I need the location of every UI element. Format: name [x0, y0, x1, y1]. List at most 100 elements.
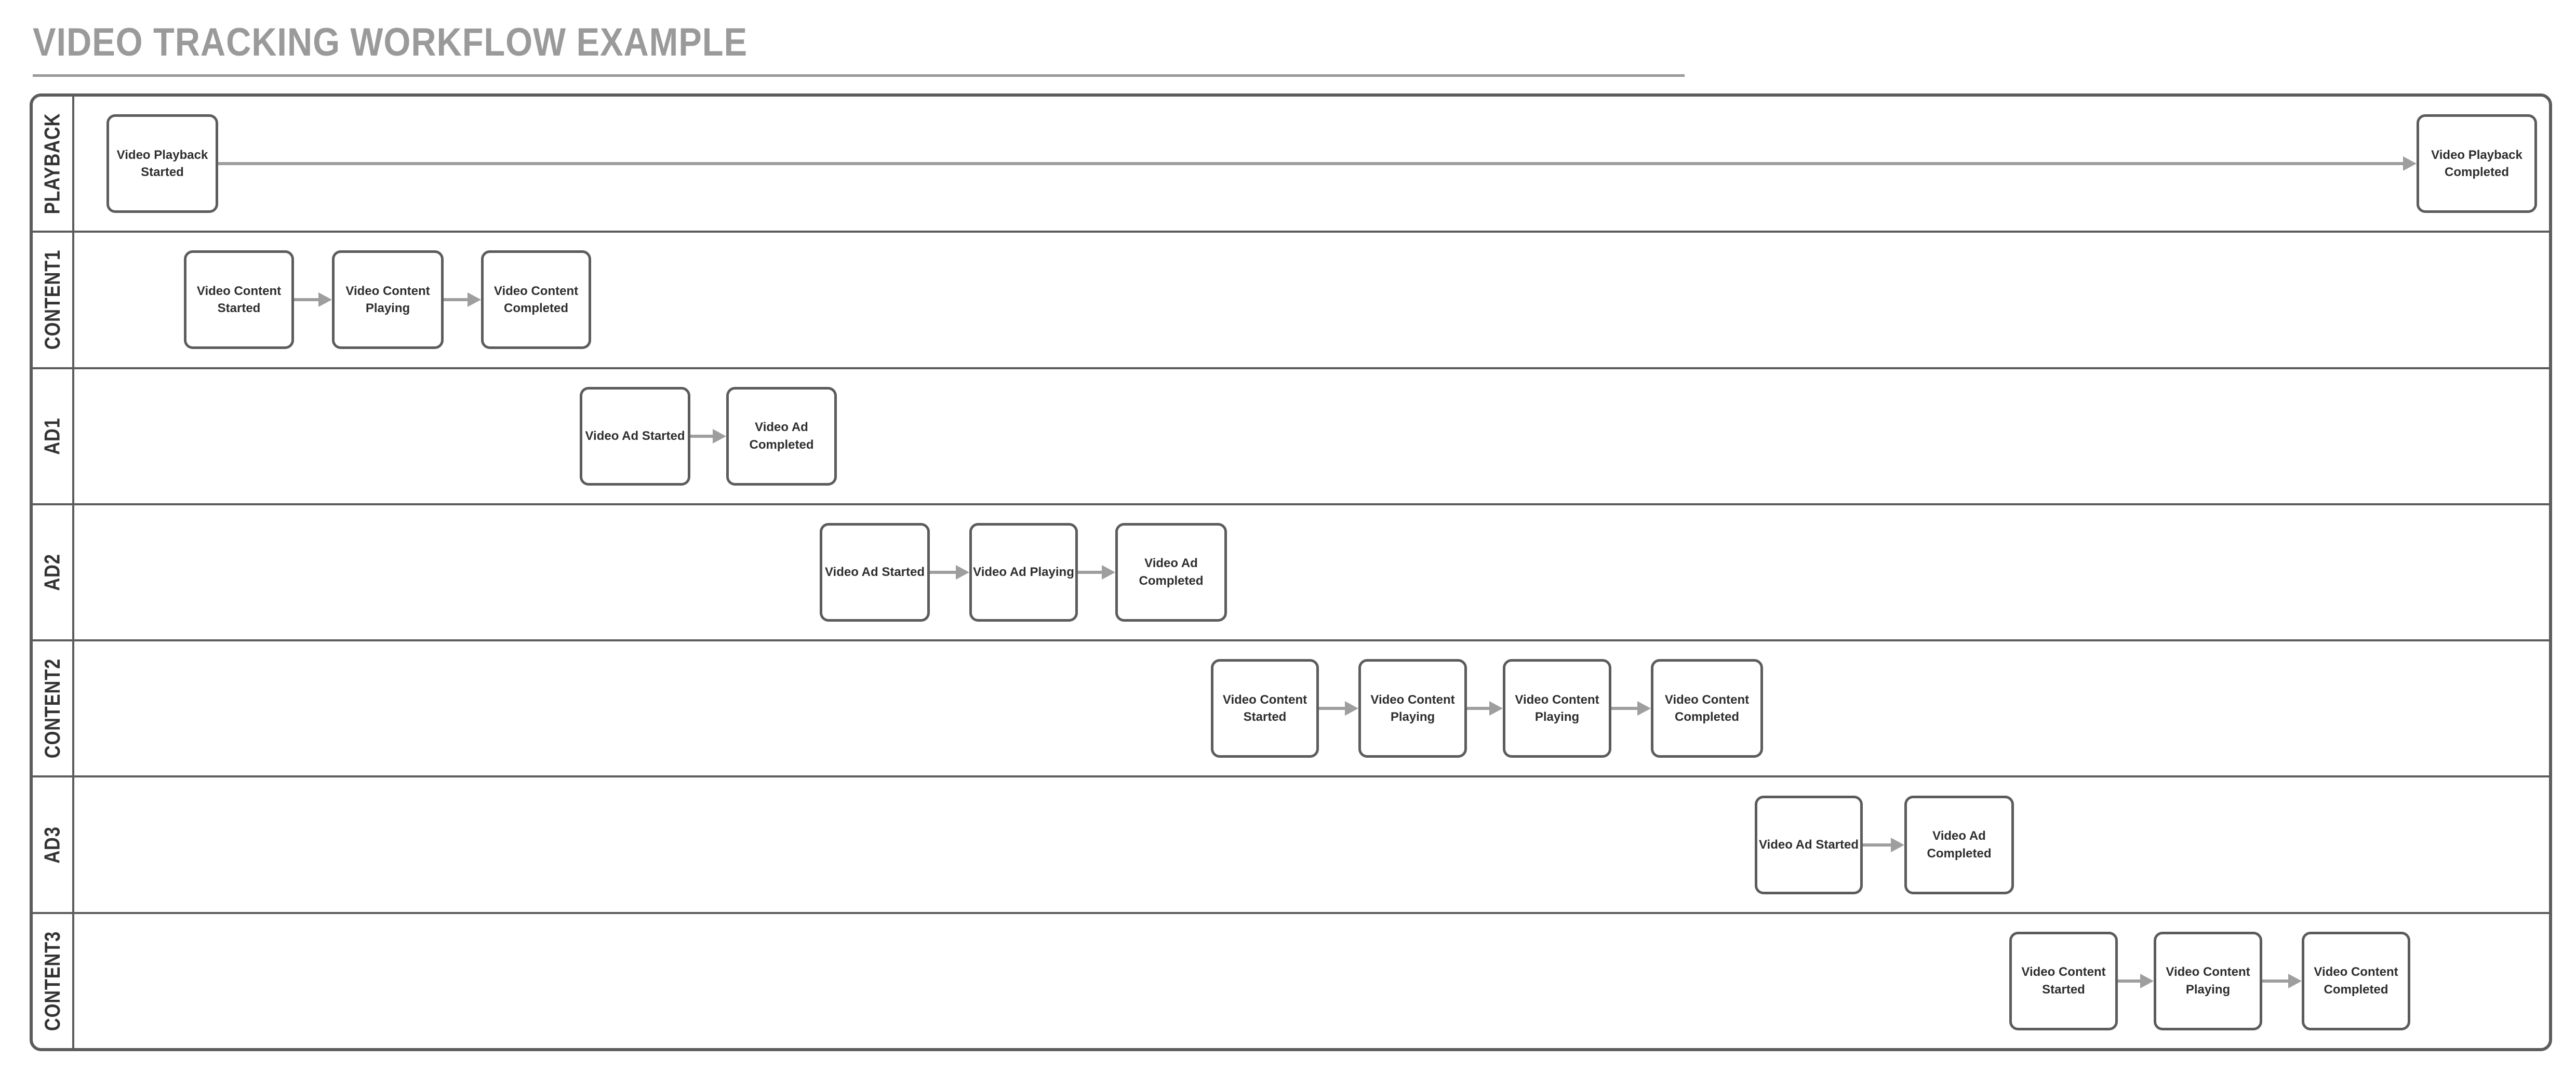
- lane-label: PLAYBACK: [40, 113, 65, 214]
- workflow-node-video-ad-completed[interactable]: Video Ad Completed: [726, 386, 837, 486]
- flow-arrow: [294, 292, 332, 307]
- lane-label: AD2: [40, 554, 64, 591]
- lane-content: Video Playback Started Video Playback Com…: [74, 97, 2549, 231]
- workflow-node-video-playback-started[interactable]: Video Playback Started: [106, 114, 218, 213]
- workflow-node-video-content-started[interactable]: Video Content Started: [2009, 931, 2118, 1030]
- node-label: Video Content Playing: [1515, 692, 1599, 724]
- lane-label: CONTENT1: [40, 250, 65, 350]
- arrow-line: [1863, 843, 1894, 847]
- lane-header-playback[interactable]: PLAYBACK: [33, 97, 74, 231]
- diagram-title: VIDEO TRACKING WORKFLOW EXAMPLE: [33, 20, 748, 64]
- workflow-node-video-content-playing[interactable]: Video Content Playing: [1358, 659, 1467, 758]
- flow-arrow: [1078, 565, 1115, 580]
- lane-label: CONTENT2: [40, 659, 65, 759]
- lane-header-content2[interactable]: CONTENT2: [33, 641, 74, 776]
- node-label: Video Ad Completed: [1139, 556, 1204, 588]
- lane-header-content3[interactable]: CONTENT3: [33, 914, 74, 1048]
- flow-arrow: [930, 565, 969, 580]
- arrow-line: [1611, 707, 1640, 710]
- node-label: Video Content Started: [196, 284, 282, 316]
- node-label: Video Ad Started: [585, 428, 685, 443]
- node-label: Video Content Started: [2021, 965, 2106, 997]
- workflow-node-video-ad-started[interactable]: Video Ad Started: [1755, 795, 1863, 894]
- workflow-node-video-content-playing[interactable]: Video Content Playing: [2154, 931, 2262, 1030]
- workflow-node-video-content-started[interactable]: Video Content Started: [1211, 659, 1319, 758]
- arrowhead-icon: [1102, 565, 1115, 580]
- workflow-node-video-content-started[interactable]: Video Content Started: [184, 250, 294, 350]
- node-label: Video Ad Completed: [749, 420, 814, 452]
- arrow-line: [444, 298, 471, 302]
- arrow-line: [690, 434, 716, 438]
- workflow-node-video-playback-completed[interactable]: Video Playback Completed: [2417, 114, 2537, 213]
- lane-ad1: AD1 Video Ad Started Video Ad Completed: [33, 367, 2549, 503]
- arrowhead-icon: [2288, 973, 2302, 988]
- arrowhead-icon: [2403, 156, 2417, 171]
- node-label: Video Ad Playing: [973, 565, 1074, 580]
- workflow-node-video-ad-completed[interactable]: Video Ad Completed: [1904, 795, 2014, 894]
- node-label: Video Content Playing: [2166, 965, 2250, 997]
- workflow-node-video-ad-playing[interactable]: Video Ad Playing: [969, 522, 1078, 622]
- arrow-line: [1319, 707, 1348, 710]
- workflow-node-video-ad-started[interactable]: Video Ad Started: [580, 386, 690, 486]
- arrowhead-icon: [956, 565, 969, 580]
- lane-content: Video Content Started Video Content Playi…: [74, 641, 2549, 775]
- lane-header-content1[interactable]: CONTENT1: [33, 233, 74, 367]
- arrowhead-icon: [1345, 701, 1358, 716]
- node-label: Video Playback Completed: [2431, 147, 2522, 180]
- node-label: Video Content Playing: [345, 284, 430, 316]
- lane-ad3: AD3 Video Ad Started Video Ad Completed: [33, 775, 2549, 912]
- arrow-line: [218, 162, 2406, 166]
- node-label: Video Ad Started: [824, 565, 925, 580]
- workflow-node-video-content-completed[interactable]: Video Content Completed: [1651, 659, 1763, 758]
- arrowhead-icon: [1489, 701, 1503, 716]
- lane-content: Video Ad Started Video Ad Completed: [74, 777, 2549, 911]
- node-label: Video Content Completed: [2314, 965, 2398, 997]
- lane-header-ad2[interactable]: AD2: [33, 505, 74, 640]
- lane-content: Video Content Started Video Content Playi…: [74, 233, 2549, 367]
- flow-arrow: [218, 156, 2417, 171]
- arrowhead-icon: [2140, 973, 2154, 988]
- node-label: Video Ad Completed: [1927, 828, 1992, 861]
- arrow-line: [2262, 979, 2291, 983]
- flow-arrow: [1467, 701, 1503, 716]
- lane-content: Video Ad Started Video Ad Completed: [74, 369, 2549, 503]
- lane-header-ad3[interactable]: AD3: [33, 777, 74, 912]
- lane-content: Video Ad Started Video Ad Playing Video Ad…: [74, 505, 2549, 639]
- node-label: Video Content Completed: [1664, 692, 1750, 724]
- arrow-line: [294, 298, 322, 302]
- arrowhead-icon: [468, 292, 481, 307]
- lane-label: CONTENT3: [40, 931, 65, 1031]
- flow-arrow: [2118, 973, 2154, 988]
- flow-arrow: [1319, 701, 1358, 716]
- node-label: Video Playback Started: [116, 147, 208, 180]
- node-label: Video Content Completed: [493, 284, 579, 316]
- workflow-node-video-ad-completed[interactable]: Video Ad Completed: [1115, 522, 1227, 622]
- workflow-node-video-ad-started[interactable]: Video Ad Started: [820, 522, 930, 622]
- workflow-node-video-content-completed[interactable]: Video Content Completed: [2302, 931, 2410, 1030]
- workflow-node-video-content-playing[interactable]: Video Content Playing: [1503, 659, 1611, 758]
- arrow-line: [930, 570, 959, 574]
- arrow-line: [1078, 570, 1105, 574]
- lane-label: AD3: [40, 826, 64, 864]
- arrowhead-icon: [713, 428, 726, 444]
- arrowhead-icon: [1891, 837, 1904, 852]
- lane-header-ad1[interactable]: AD1: [33, 369, 74, 503]
- flow-arrow: [690, 428, 726, 444]
- flow-arrow: [444, 292, 481, 307]
- lane-content3: CONTENT3 Video Content Started Video Conte…: [33, 911, 2549, 1048]
- arrow-line: [1467, 707, 1492, 710]
- flow-arrow: [2262, 973, 2302, 988]
- workflow-node-video-content-completed[interactable]: Video Content Completed: [481, 250, 591, 350]
- flow-arrow: [1863, 837, 1904, 852]
- lane-label: AD1: [40, 418, 64, 455]
- node-label: Video Content Playing: [1370, 692, 1455, 724]
- node-label: Video Ad Started: [1758, 837, 1859, 852]
- arrowhead-icon: [1637, 701, 1651, 716]
- workflow-node-video-content-playing[interactable]: Video Content Playing: [332, 250, 444, 350]
- title-underline: [33, 74, 1685, 77]
